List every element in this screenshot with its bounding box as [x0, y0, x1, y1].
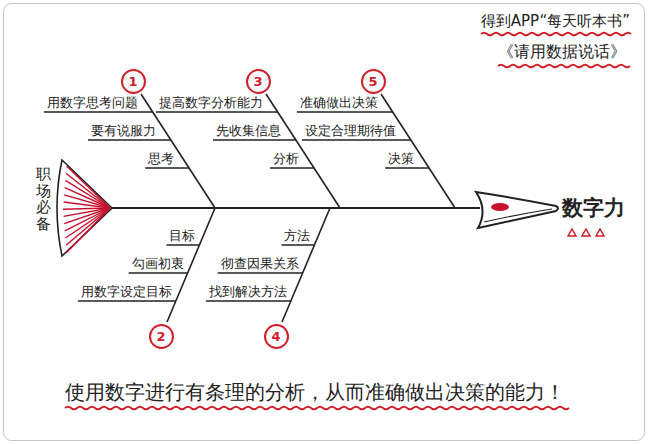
- tail-stroke: [66, 208, 110, 245]
- bone-label: 思考: [148, 151, 174, 167]
- tick-line: [270, 167, 314, 168]
- caption-text: 使用数字进行有条理的分析，从而准确做出决策的能力！: [65, 380, 565, 404]
- callout-number: 1: [128, 74, 137, 89]
- tick-line: [218, 272, 303, 273]
- tick-line: [145, 167, 189, 168]
- bone-label: 分析: [273, 151, 299, 167]
- tick-line: [206, 300, 291, 301]
- book-title: 《请用数据说话》: [498, 42, 626, 62]
- tick-line: [44, 111, 153, 112]
- bone-label: 用数字设定目标: [81, 284, 172, 300]
- bone-label: 提高数字分析能力: [159, 95, 263, 111]
- callout-number: 5: [368, 74, 377, 89]
- callout-circle: 1: [121, 69, 146, 94]
- tick-line: [78, 300, 176, 301]
- title-text: 得到APP“每天听本书”: [481, 12, 630, 30]
- bone-label: 准确做出决策: [300, 95, 378, 111]
- bone-label: 方法: [284, 228, 310, 244]
- bone-label: 勾画初衷: [132, 256, 184, 272]
- tick-line: [156, 111, 278, 112]
- callout-circle: 4: [264, 324, 289, 349]
- layout-lines: [44, 33, 631, 410]
- callout-circle: 5: [361, 69, 386, 94]
- bone-label: 先收集信息: [216, 123, 281, 139]
- fish-eye: [491, 203, 509, 211]
- bone: [266, 94, 340, 208]
- tail-stroke: [64, 202, 110, 208]
- fish-head-line: [484, 209, 552, 222]
- tail-stroke: [65, 180, 110, 208]
- bone-label: 用数字思考问题: [47, 95, 138, 111]
- callout-number: 4: [271, 329, 280, 344]
- bone: [141, 94, 215, 208]
- callout-circle: 2: [149, 324, 174, 349]
- tail-stroke: [67, 208, 110, 252]
- tick-line: [213, 139, 296, 140]
- tick-line: [297, 111, 393, 112]
- bone-label: 设定合理期待值: [305, 123, 396, 139]
- tail-stroke: [65, 208, 110, 238]
- tick-line: [281, 244, 314, 245]
- tail-stroke: [64, 195, 110, 208]
- callout-number: 3: [253, 74, 262, 89]
- spine: [112, 207, 480, 209]
- bone-label: 目标: [169, 228, 195, 244]
- tick-line: [166, 244, 199, 245]
- frame: [4, 4, 645, 441]
- red-mark: [568, 229, 576, 236]
- tick-line: [129, 272, 188, 273]
- tick-line: [385, 167, 429, 168]
- red-mark: [596, 229, 604, 236]
- wavy-underline: [481, 33, 631, 36]
- tick-line: [88, 139, 171, 140]
- bone-label: 要有说服力: [91, 123, 156, 139]
- bone: [381, 94, 455, 208]
- callout-circle: 3: [246, 69, 271, 94]
- tick-line: [302, 139, 411, 140]
- fish-tail: [57, 160, 112, 256]
- red-mark: [582, 229, 590, 236]
- wavy-underline: [65, 407, 569, 410]
- bone-label: 决策: [388, 151, 414, 167]
- tail-label: 职场必备: [36, 166, 51, 232]
- head-label: 数字力: [562, 195, 625, 221]
- callout-number: 2: [156, 329, 165, 344]
- bone-label: 找到解决方法: [209, 284, 287, 300]
- fish-head: [476, 192, 558, 228]
- bone-label: 彻查因果关系: [221, 256, 299, 272]
- wavy-underline: [498, 65, 630, 68]
